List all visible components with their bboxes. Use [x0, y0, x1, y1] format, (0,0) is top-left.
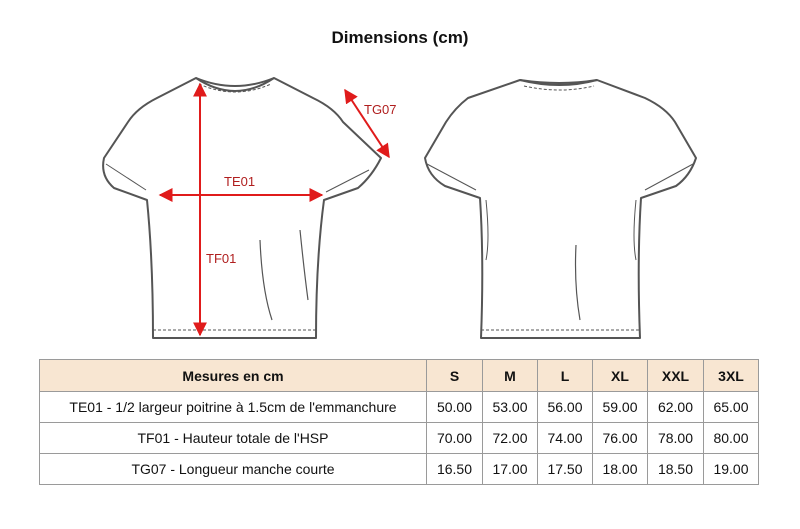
- header-size-l: L: [537, 359, 593, 392]
- header-size-xl: XL: [592, 359, 648, 392]
- row-label: TG07 - Longueur manche courte: [39, 453, 427, 485]
- cell-value: 50.00: [426, 391, 483, 423]
- measure-width: TE01: [158, 174, 324, 202]
- row-label: TE01 - 1/2 largeur poitrine à 1.5cm de l…: [39, 391, 427, 423]
- header-measure: Mesures en cm: [39, 359, 427, 392]
- table-row: TF01 - Hauteur totale de l'HSP 70.00 72.…: [39, 422, 759, 454]
- tshirt-back: [424, 79, 697, 339]
- cell-value: 56.00: [537, 391, 593, 423]
- header-size-s: S: [426, 359, 483, 392]
- size-table: Mesures en cm S M L XL XXL 3XL TE01 - 1/…: [39, 359, 759, 485]
- page-title: Dimensions (cm): [331, 28, 469, 47]
- cell-value: 70.00: [426, 422, 483, 454]
- cell-value: 78.00: [647, 422, 704, 454]
- tshirt-front: [102, 77, 382, 339]
- cell-value: 65.00: [703, 391, 759, 423]
- measure-height: TF01: [193, 82, 236, 337]
- cell-value: 19.00: [703, 453, 759, 485]
- cell-value: 80.00: [703, 422, 759, 454]
- header-size-xxl: XXL: [647, 359, 704, 392]
- cell-value: 53.00: [482, 391, 538, 423]
- table-header-row: Mesures en cm S M L XL XXL 3XL: [39, 359, 759, 392]
- label-tf01: TF01: [206, 251, 236, 266]
- measure-sleeve: TG07: [344, 88, 397, 159]
- cell-value: 76.00: [592, 422, 648, 454]
- row-label: TF01 - Hauteur totale de l'HSP: [39, 422, 427, 454]
- cell-value: 72.00: [482, 422, 538, 454]
- table-row: TE01 - 1/2 largeur poitrine à 1.5cm de l…: [39, 391, 759, 423]
- label-te01: TE01: [224, 174, 255, 189]
- cell-value: 62.00: [647, 391, 704, 423]
- label-tg07: TG07: [364, 102, 397, 117]
- cell-value: 18.00: [592, 453, 648, 485]
- cell-value: 59.00: [592, 391, 648, 423]
- header-size-m: M: [482, 359, 538, 392]
- tshirt-diagram: TF01 TE01 TG07: [102, 77, 697, 339]
- cell-value: 17.50: [537, 453, 593, 485]
- header-size-3xl: 3XL: [703, 359, 759, 392]
- cell-value: 17.00: [482, 453, 538, 485]
- table-row: TG07 - Longueur manche courte 16.50 17.0…: [39, 453, 759, 485]
- cell-value: 74.00: [537, 422, 593, 454]
- cell-value: 16.50: [426, 453, 483, 485]
- cell-value: 18.50: [647, 453, 704, 485]
